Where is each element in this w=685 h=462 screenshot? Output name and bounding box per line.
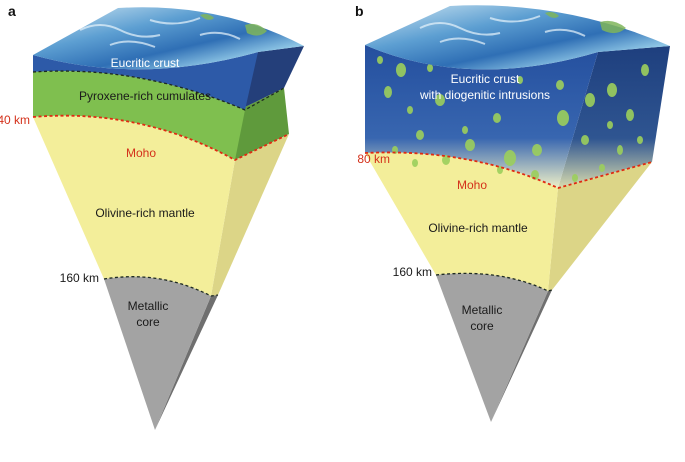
core-label-line2: core [136, 315, 160, 329]
core-depth-label: 160 km [393, 265, 432, 279]
panel-a: a Eucritic crust Pyroxene-rich cumulates… [0, 3, 304, 430]
crust-label: Eucritic crust [111, 56, 180, 70]
moho-depth-label: 40 km [0, 113, 30, 127]
moho-depth-label: 80 km [357, 152, 390, 166]
moho-label: Moho [457, 178, 487, 192]
crust-label-line1: Eucritic crust [451, 72, 520, 86]
cumulates-label: Pyroxene-rich cumulates [79, 89, 211, 103]
panel-letter: b [355, 3, 364, 19]
mantle-label: Olivine-rich mantle [428, 221, 528, 235]
core-label-line1: Metallic [462, 303, 503, 317]
core-layer [436, 273, 548, 422]
mantle-label: Olivine-rich mantle [95, 206, 195, 220]
panel-letter: a [8, 3, 16, 19]
core-label-line1: Metallic [128, 299, 169, 313]
core-depth-label: 160 km [60, 271, 99, 285]
panel-b: b Eucritic crust with diogenitic intrusi… [355, 3, 670, 422]
moho-label: Moho [126, 146, 156, 160]
core-label-line2: core [470, 319, 494, 333]
crust-label-line2: with diogenitic intrusions [419, 88, 550, 102]
